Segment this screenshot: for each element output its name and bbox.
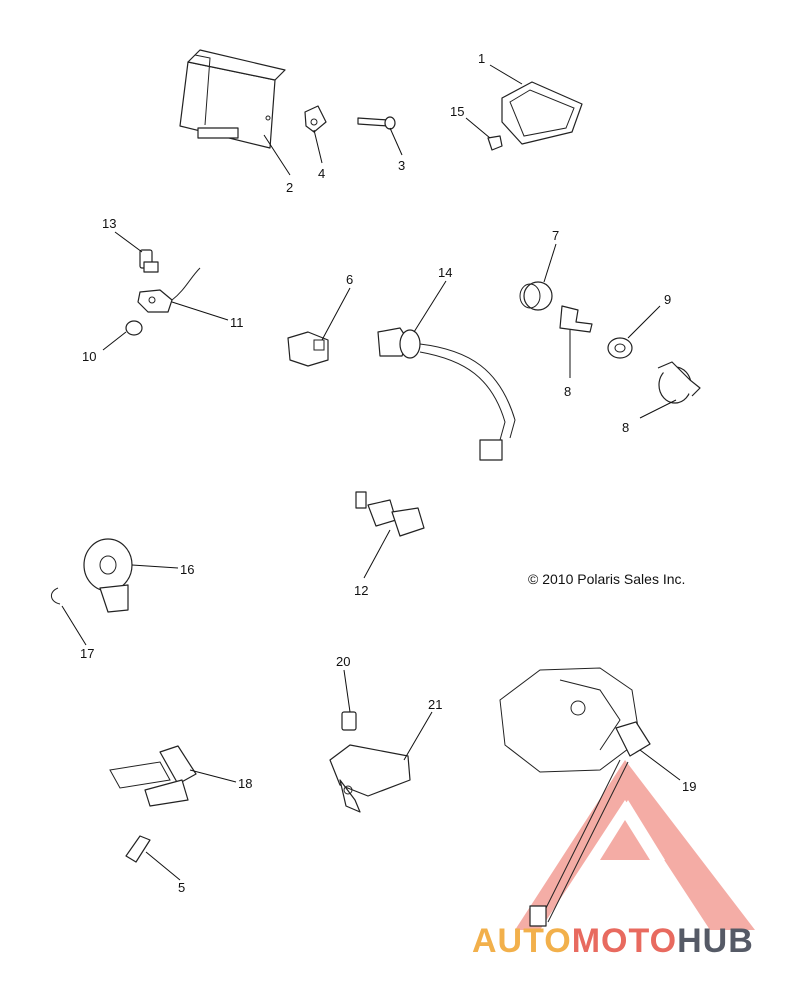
callout-11: 11 xyxy=(230,315,244,330)
callout-9: 9 xyxy=(664,292,671,307)
relay-cover xyxy=(501,81,583,145)
plug-part xyxy=(287,331,329,367)
copyright-notice: © 2010 Polaris Sales Inc. xyxy=(528,571,686,587)
callout-5: 5 xyxy=(178,880,185,895)
callout-16: 16 xyxy=(180,562,194,577)
callout-6: 6 xyxy=(346,272,353,287)
switch-part xyxy=(657,361,701,404)
callout-8b: 8 xyxy=(622,420,629,435)
callout-2: 2 xyxy=(286,180,293,195)
callout-20: 20 xyxy=(336,654,350,669)
callout-14: 14 xyxy=(438,265,452,280)
brand-part-moto: MOTO xyxy=(571,922,678,960)
temperature-sensor xyxy=(355,491,425,537)
harness-sensor xyxy=(377,327,516,461)
callout-8a: 8 xyxy=(564,384,571,399)
callout-17: 17 xyxy=(80,646,94,661)
clamp-part xyxy=(304,105,327,133)
callout-1: 1 xyxy=(478,51,485,66)
nut-part xyxy=(125,320,143,336)
bolt-part-20 xyxy=(341,711,357,731)
callout-12: 12 xyxy=(354,583,368,598)
callout-labels: 1 2 3 4 5 6 7 8 8 9 10 11 12 13 14 15 16… xyxy=(80,51,696,895)
callout-7: 7 xyxy=(552,228,559,243)
ecu-module xyxy=(179,49,286,149)
pin-part xyxy=(125,835,151,863)
brand-watermark: AUTOMOTOHUB xyxy=(472,922,754,961)
brand-part-auto: AUTO xyxy=(472,922,572,960)
callout-3: 3 xyxy=(398,158,405,173)
throttle-body xyxy=(499,667,651,927)
cam-sensor xyxy=(109,745,197,807)
screw-part xyxy=(357,116,396,130)
watermark-triangle-icon xyxy=(515,760,755,930)
callout-13: 13 xyxy=(102,216,116,231)
bolt-part-13 xyxy=(139,249,159,273)
knock-sensor xyxy=(83,538,133,613)
leader-lines xyxy=(61,64,681,881)
bracket-part xyxy=(559,305,593,333)
callout-21: 21 xyxy=(428,697,442,712)
brand-part-hub: HUB xyxy=(677,922,754,960)
cap-part xyxy=(519,281,553,311)
map-sensor xyxy=(329,744,411,813)
callout-18: 18 xyxy=(238,776,252,791)
sensor-with-wire xyxy=(137,267,201,313)
callout-10: 10 xyxy=(82,349,96,364)
callout-15: 15 xyxy=(450,104,464,119)
clip-part xyxy=(51,587,61,605)
callout-4: 4 xyxy=(318,166,325,181)
washer-part xyxy=(607,337,633,359)
small-bolt-part xyxy=(487,135,503,151)
callout-19: 19 xyxy=(682,779,696,794)
